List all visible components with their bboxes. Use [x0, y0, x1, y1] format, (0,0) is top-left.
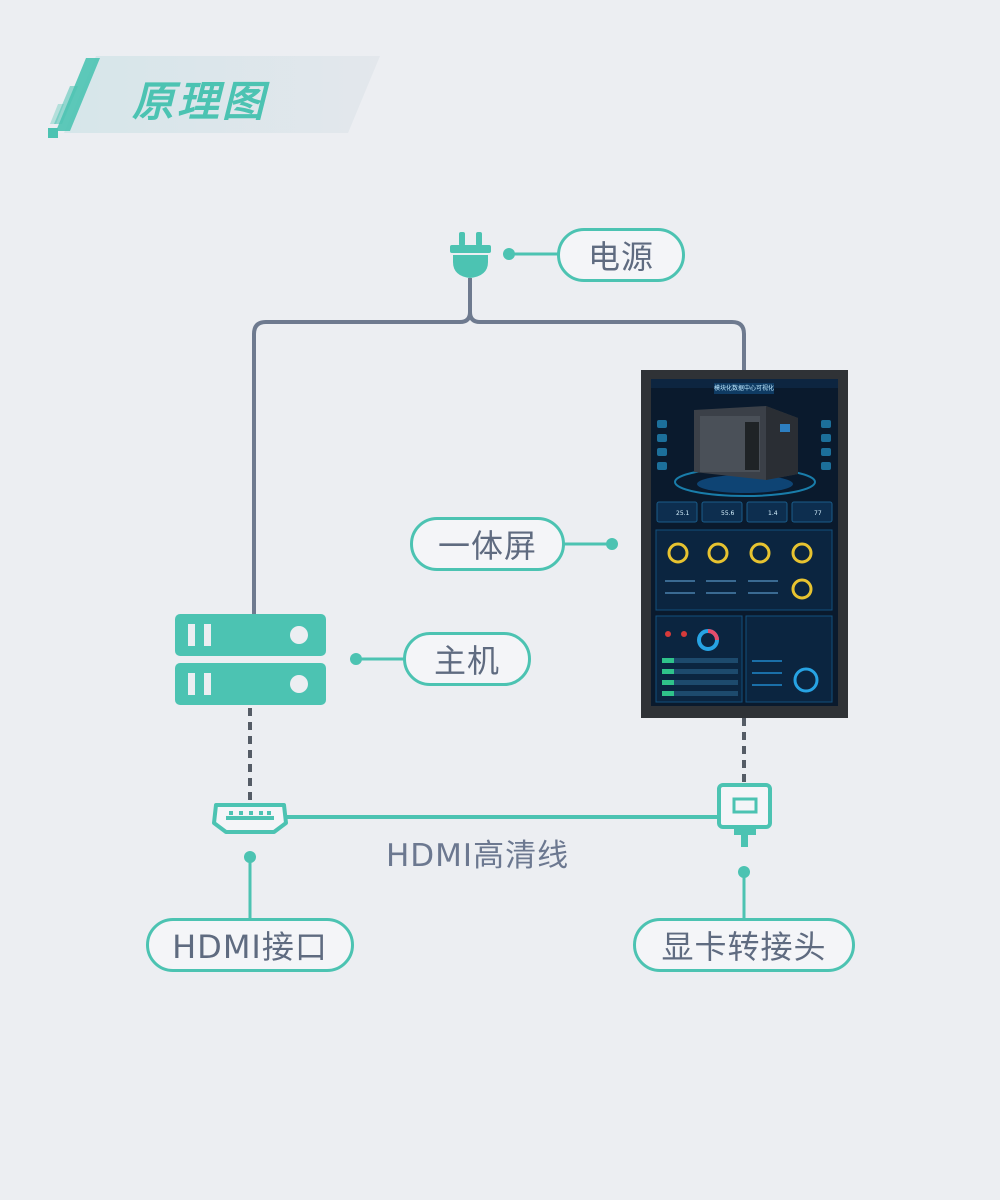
power-plug-icon: [450, 232, 491, 278]
hdmi-port-icon: [212, 803, 288, 834]
adapter-label: 显卡转接头: [633, 918, 855, 972]
page-title: 原理图: [132, 77, 268, 126]
screen-stat-3: 1.4: [768, 510, 778, 517]
power-cable: [252, 278, 746, 614]
screen-stat-2: 55.6: [721, 510, 735, 517]
graphics-adapter-icon: [717, 783, 772, 847]
host-server-icon: [175, 614, 326, 705]
host-label: 主机: [403, 632, 531, 686]
screen-stat-4: 77: [814, 510, 822, 517]
hdmi-port-label: HDMI接口: [146, 918, 354, 972]
screen-dashboard-title: 模块化数据中心可视化: [714, 385, 774, 392]
title-banner-graphic: [48, 56, 380, 138]
all-in-one-screen: 25.1 55.6 1.4 77: [641, 370, 848, 718]
screen-stat-1: 25.1: [676, 510, 690, 517]
power-label: 电源: [557, 228, 685, 282]
screen-label: 一体屏: [410, 517, 565, 571]
hdmi-cable-label: HDMI高清线: [386, 838, 570, 874]
